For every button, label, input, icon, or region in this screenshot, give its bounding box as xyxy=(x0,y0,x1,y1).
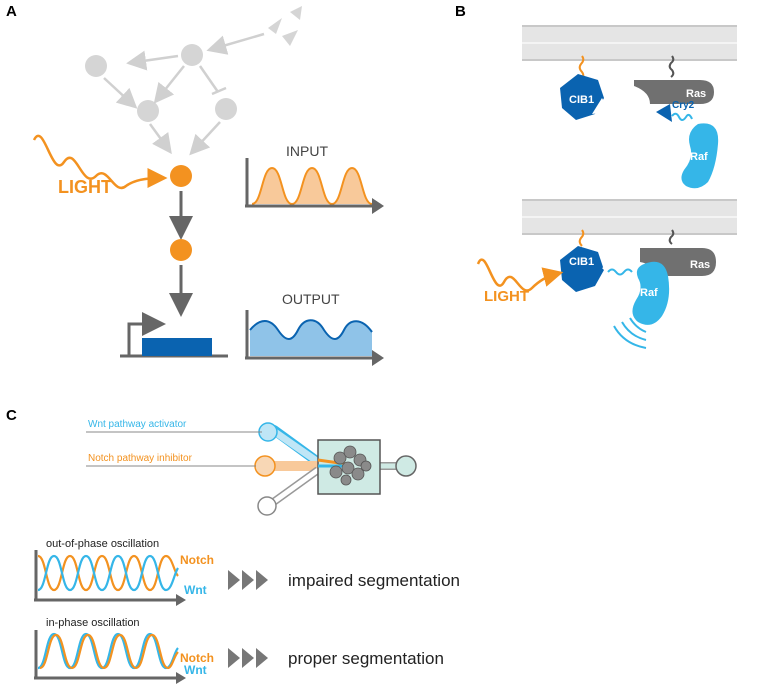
ras-label: Ras xyxy=(686,88,706,100)
output-label: OUTPUT xyxy=(282,291,340,307)
out-of-phase-plot: out-of-phase oscillation Notch Wnt xyxy=(34,538,214,606)
notch-inhibitor-label: Notch pathway inhibitor xyxy=(88,453,193,464)
wnt-label-1: Wnt xyxy=(184,583,207,597)
microfluidic-chip xyxy=(254,422,417,516)
extra-inlet xyxy=(257,496,277,516)
panel-a: A LIGHT xyxy=(6,3,384,366)
membrane-top xyxy=(522,25,737,61)
membrane-bottom xyxy=(522,199,737,235)
raf-bound-label: Raf xyxy=(640,287,658,299)
notch-label-1: Notch xyxy=(180,553,214,567)
input-label: INPUT xyxy=(286,143,328,159)
light-label-b: LIGHT xyxy=(484,288,529,305)
activity-signal xyxy=(613,317,647,349)
gene-icon xyxy=(120,312,228,358)
panel-c-letter: C xyxy=(6,407,17,424)
optogenetic-node xyxy=(170,165,192,187)
cib1-protein xyxy=(560,74,604,120)
input-chart: INPUT xyxy=(245,143,384,214)
network-node xyxy=(215,98,237,120)
light-wave xyxy=(32,134,168,190)
panel-a-letter: A xyxy=(6,3,17,20)
cry2-label: Cry2 xyxy=(672,100,695,111)
signaling-network xyxy=(85,6,302,156)
network-node xyxy=(181,44,203,66)
cry2-protein xyxy=(656,104,672,122)
arrowheads-1 xyxy=(228,570,268,590)
light-label: LIGHT xyxy=(58,177,112,197)
in-phase-plot: in-phase oscillation Notch Wnt xyxy=(34,617,214,684)
downstream-node xyxy=(170,239,192,261)
cib1-protein-bound xyxy=(560,246,604,292)
outlet xyxy=(395,455,417,477)
out-of-phase-title: out-of-phase oscillation xyxy=(46,538,159,550)
raf-protein xyxy=(681,123,719,189)
wnt-activator-label: Wnt pathway activator xyxy=(88,419,187,430)
panel-b-letter: B xyxy=(455,3,466,20)
proper-label: proper segmentation xyxy=(288,649,444,668)
in-phase-title: in-phase oscillation xyxy=(46,617,140,629)
ras-protein xyxy=(634,80,714,104)
output-chart: OUTPUT xyxy=(245,291,384,366)
panel-c: C xyxy=(6,407,460,684)
ras-bound-label: Ras xyxy=(690,259,710,271)
network-node xyxy=(137,100,159,122)
panel-b: B CIB1 Ras Cry2 Raf xyxy=(455,3,737,349)
tissue-sample xyxy=(329,445,372,486)
network-node xyxy=(85,55,107,77)
notch-inlet xyxy=(254,455,276,477)
impaired-label: impaired segmentation xyxy=(288,571,460,590)
raf-label: Raf xyxy=(690,151,708,163)
notch-label-2: Notch xyxy=(180,651,214,665)
cib1-label: CIB1 xyxy=(569,94,594,106)
light-wave-b xyxy=(476,258,564,292)
wnt-label-2: Wnt xyxy=(184,663,207,677)
arrowheads-2 xyxy=(228,648,268,668)
cib1-bound-label: CIB1 xyxy=(569,256,594,268)
raf-protein-bound xyxy=(632,261,670,325)
